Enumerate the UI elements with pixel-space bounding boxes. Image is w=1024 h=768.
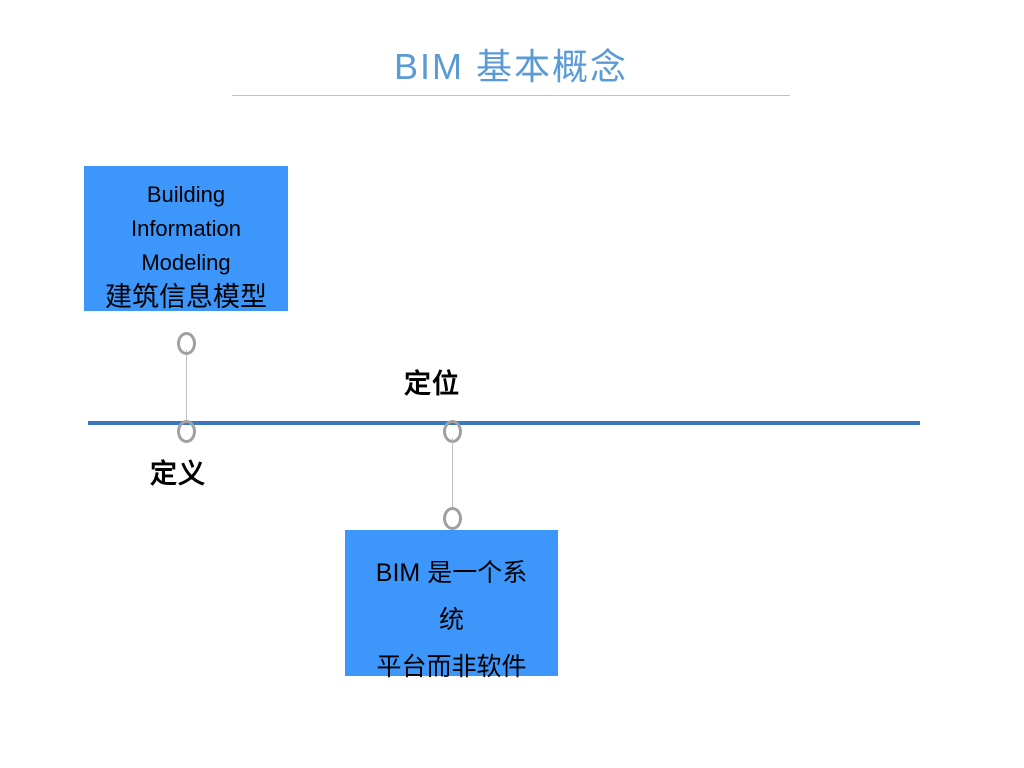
milestone-marker-definition[interactable] <box>177 420 196 443</box>
page-title: BIM 基本概念 <box>393 46 628 87</box>
marker-ring-definition-top <box>177 332 196 355</box>
callout-definition-line-1: Building <box>146 182 226 207</box>
callout-position-line-1: BIM 是一个系 <box>375 559 528 587</box>
callout-definition-line-4: 建筑信息模型 <box>105 282 267 312</box>
callout-definition-line-2: Information <box>130 216 242 241</box>
marker-ring-position-bottom <box>443 507 462 530</box>
title-divider <box>232 95 790 96</box>
timeline-axis <box>88 421 920 425</box>
milestone-label-position: 定位 <box>404 369 460 399</box>
leader-line-position <box>452 438 453 510</box>
milestone-label-definition: 定义 <box>150 459 206 489</box>
callout-position-line-3: 平台而非软件 <box>376 653 527 681</box>
callout-definition[interactable]: Building Information Modeling 建筑信息模型 <box>84 166 288 312</box>
callout-position[interactable]: BIM 是一个系 统 平台而非软件 <box>345 530 558 681</box>
callout-position-line-2: 统 <box>438 606 464 634</box>
callout-definition-line-3: Modeling <box>141 250 231 275</box>
leader-line-definition <box>186 350 187 422</box>
